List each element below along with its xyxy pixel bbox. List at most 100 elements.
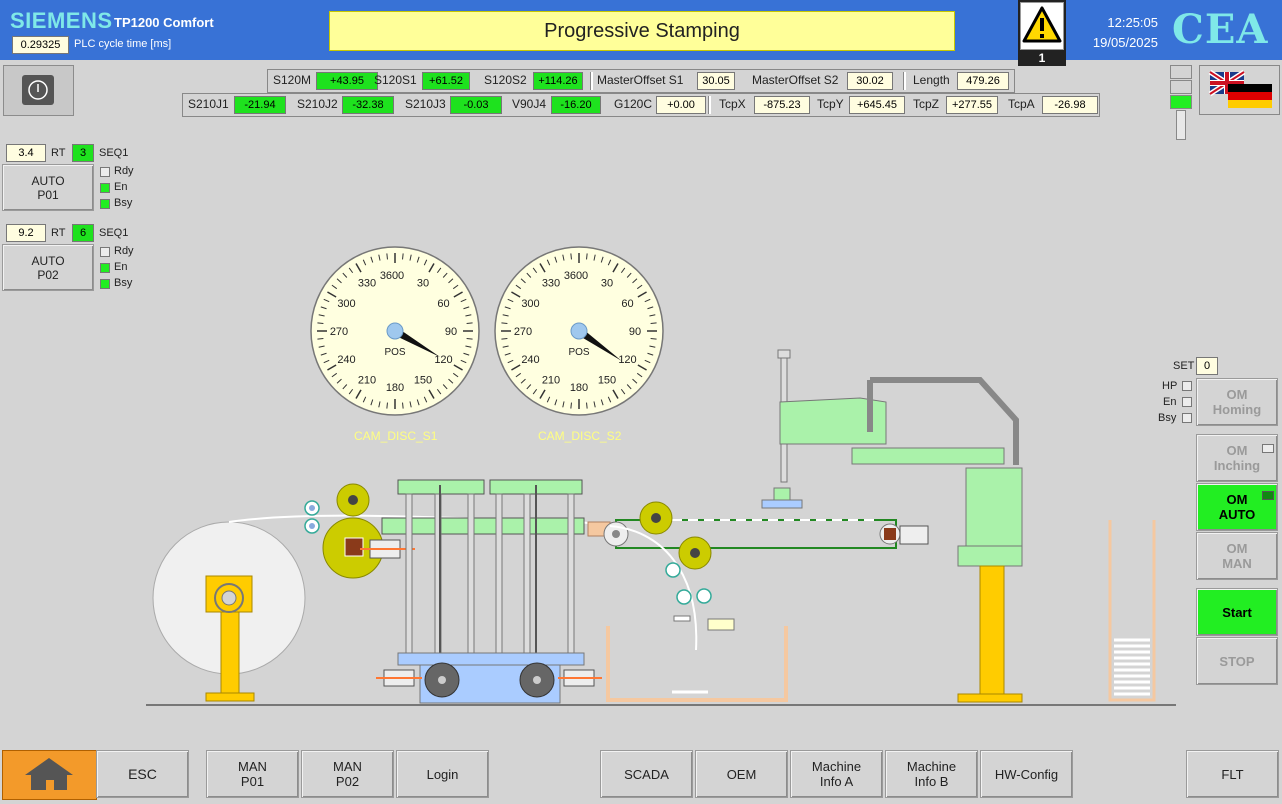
login-button[interactable]: Login <box>396 750 489 798</box>
hp-label: HP <box>1162 380 1178 392</box>
gauge-tick <box>593 254 596 261</box>
bsy-label: Bsy <box>1158 412 1177 424</box>
gauge-tick <box>318 314 325 317</box>
gauge-tick <box>650 338 657 340</box>
panel-model: TP1200 Comfort <box>114 15 214 30</box>
gauge-tick <box>428 263 435 273</box>
en-label: En <box>114 181 128 193</box>
gauge-tick <box>501 322 508 324</box>
gauge-tick <box>386 253 388 260</box>
flt-button[interactable]: FLT <box>1186 750 1279 798</box>
gauge-tick <box>647 352 654 356</box>
gauge-tick <box>342 272 348 278</box>
gauge-needle <box>576 327 622 361</box>
gauge-tick <box>355 263 362 273</box>
gauge-tick <box>532 267 538 274</box>
gauge-tick-label: 120 <box>618 354 636 366</box>
language-button[interactable] <box>1199 65 1280 115</box>
gauge-tick <box>532 388 538 395</box>
home-button[interactable] <box>2 750 97 800</box>
esc-button[interactable]: ESC <box>96 750 189 798</box>
gauge-tick <box>409 254 412 261</box>
gauge-tick-label: 180 <box>570 382 588 394</box>
oem-button[interactable]: OEM <box>695 750 788 798</box>
gauge-tick <box>409 401 412 408</box>
gauge-tick-label: 30 <box>601 278 613 290</box>
bsy-indicator <box>1182 413 1192 423</box>
auto-p02-button[interactable]: AUTO P02 <box>2 244 94 291</box>
gauge-tick-label: 270 <box>330 326 348 338</box>
bsy-label: Bsy <box>114 277 133 289</box>
gauge-tick <box>465 345 472 348</box>
auto-p01-button[interactable]: AUTO P01 <box>2 164 94 211</box>
level-scroll[interactable] <box>1176 110 1186 140</box>
robot-arm-2 <box>851 447 1005 465</box>
gauge-tick-label: 60 <box>621 298 633 310</box>
om-inching-button[interactable]: OM Inching <box>1196 434 1278 482</box>
gauge-tick <box>502 345 509 348</box>
om-man-button[interactable]: OM MAN <box>1196 532 1278 580</box>
process-row1-label: Length <box>913 73 950 87</box>
row-separator <box>590 72 593 90</box>
cam-disc-gauges: 3603060901201501802102402703003300POS360… <box>310 246 664 416</box>
gauge-tick <box>612 263 619 273</box>
process-row1-label: MasterOffset S2 <box>752 73 839 87</box>
level-segment-3 <box>1170 95 1192 109</box>
output-stack <box>1108 520 1156 702</box>
power-button[interactable] <box>3 65 74 116</box>
machine-info-a-button[interactable]: Machine Info A <box>790 750 883 798</box>
gauge-tick <box>320 306 327 310</box>
robot-pedestal <box>979 565 1005 695</box>
gauge-tick <box>570 253 572 260</box>
gauge-tick <box>520 278 526 284</box>
process-row1-value: 479.26 <box>957 72 1009 90</box>
process-row2-label: TcpA <box>1008 97 1035 111</box>
hp-indicator <box>1182 381 1192 391</box>
gauge-tick <box>348 267 354 274</box>
robot-arm-1 <box>779 397 887 445</box>
gauge-tick <box>342 384 348 390</box>
gauge-tick <box>515 284 522 290</box>
en-indicator <box>100 263 110 273</box>
gauge-tick <box>453 291 463 298</box>
process-row1-value: 30.05 <box>697 72 735 90</box>
process-row2-value: +645.45 <box>849 96 905 114</box>
gauge-tick <box>526 384 532 390</box>
gauge-tick <box>428 389 435 399</box>
hw-config-button[interactable]: HW-Config <box>980 750 1073 798</box>
gauge-tick <box>632 378 638 384</box>
scada-button[interactable]: SCADA <box>600 750 693 798</box>
gauge-tick <box>448 378 454 384</box>
gauge-tick <box>546 259 551 266</box>
gauge-tick-label: 0 <box>398 270 404 282</box>
gauge-tick <box>626 384 632 390</box>
alarm-indicator[interactable]: 1 <box>1018 0 1066 66</box>
start-button[interactable]: Start <box>1196 588 1278 636</box>
gauge-tick <box>644 359 651 364</box>
gauge-tick <box>460 359 467 364</box>
robot-body <box>965 467 1023 549</box>
gauge-tick <box>423 259 428 266</box>
gauge-tick <box>507 359 514 364</box>
clock-date: 19/05/2025 <box>1092 35 1158 50</box>
gauge-tick <box>504 306 511 310</box>
rt-label: RT <box>51 147 66 159</box>
gauge-tick <box>600 399 604 406</box>
process-row1-label: MasterOffset S1 <box>597 73 684 87</box>
gauge-tick <box>526 272 532 278</box>
gauge-tick-label: 90 <box>445 326 457 338</box>
gauge-tick <box>466 338 473 340</box>
gauge-tick-label: 360 <box>564 270 582 282</box>
gauge-tick-label: 180 <box>386 382 404 394</box>
man-p02-button[interactable]: MAN P02 <box>301 750 394 798</box>
gauge-tick-label: 120 <box>434 354 452 366</box>
gauge-tick <box>336 378 342 384</box>
process-row2-label: TcpX <box>719 97 746 111</box>
gauge-tick <box>460 298 467 303</box>
clock-time: 12:25:05 <box>1107 15 1158 30</box>
stop-button[interactable]: STOP <box>1196 637 1278 685</box>
om-homing-button[interactable]: OM Homing <box>1196 378 1278 426</box>
gauge-tick <box>511 364 521 371</box>
man-p01-button[interactable]: MAN P01 <box>206 750 299 798</box>
machine-info-b-button[interactable]: Machine Info B <box>885 750 978 798</box>
